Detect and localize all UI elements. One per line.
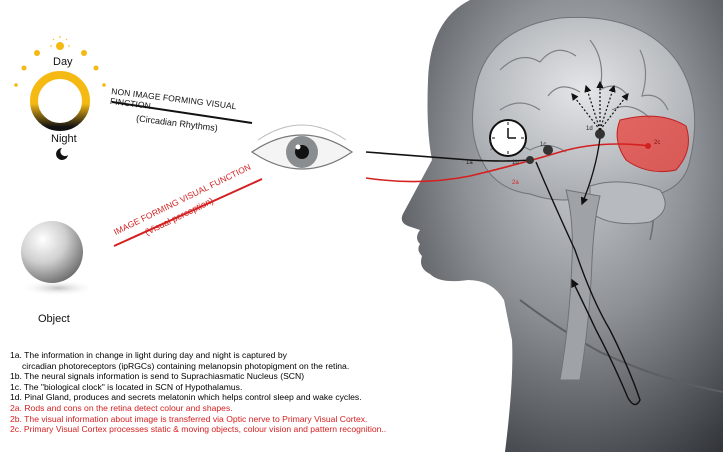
- sphere-icon: [20, 221, 96, 296]
- label-1a: 1a: [466, 160, 473, 166]
- note-2c: 2c. Primary Visual Cortex processes stat…: [10, 424, 430, 435]
- note-1a-cont: circadian photoreceptors (ipRGCs) contai…: [10, 361, 430, 372]
- note-1a: 1a. The information in change in light d…: [10, 350, 430, 361]
- note-2a: 2a. Rods and cons on the retina detect c…: [10, 403, 430, 414]
- day-night-cycle-ring: [34, 75, 86, 127]
- note-1c: 1c. The "biological clock" is located in…: [10, 382, 430, 393]
- node-1d: [595, 129, 605, 139]
- note-2b: 2b. The visual information about image i…: [10, 414, 430, 425]
- moon-icon: [56, 148, 68, 160]
- night-label: Night: [51, 133, 77, 145]
- day-label: Day: [53, 56, 73, 68]
- notes-list: 1a. The information in change in light d…: [10, 350, 430, 435]
- node-2c: [645, 143, 651, 149]
- label-1b: 1b: [512, 160, 519, 166]
- label-1d: 1d: [586, 126, 593, 132]
- label-1c: 1c: [540, 142, 546, 148]
- clock-icon: [490, 120, 526, 156]
- note-1b: 1b. The neural signals information is se…: [10, 371, 430, 382]
- label-2c: 2c: [654, 140, 660, 146]
- label-2a: 2a: [512, 180, 519, 186]
- node-1b: [526, 156, 534, 164]
- note-1d: 1d. Pinal Gland, produces and secrets me…: [10, 392, 430, 403]
- object-label: Object: [38, 313, 70, 325]
